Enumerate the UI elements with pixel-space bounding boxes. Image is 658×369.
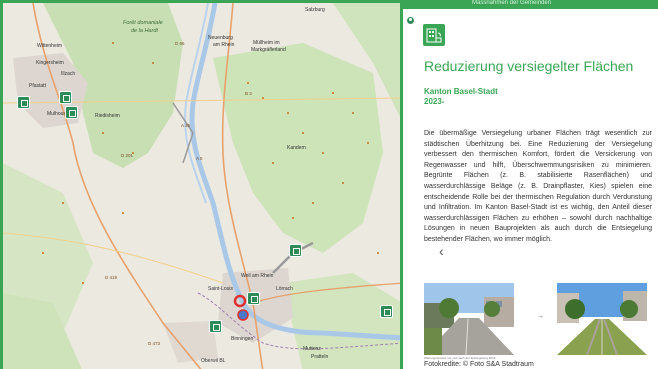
project-marker[interactable] xyxy=(59,91,72,104)
map-label-kandern: Kandern xyxy=(287,145,306,151)
map-label-am-rhein: am Rhein xyxy=(213,42,235,48)
measure-title: Reduzierung versiegelter Flächen xyxy=(424,58,634,74)
selected-pin-blue xyxy=(237,309,249,321)
panel-topbar: Massnahmen der Gemeinden xyxy=(400,0,658,9)
road-label-d201: D 201 xyxy=(121,153,134,158)
project-marker[interactable] xyxy=(209,320,222,333)
measure-description: Die übermäßige Versiegelung urbaner Fläc… xyxy=(424,130,652,243)
map-label-wittenheim: Wittenheim xyxy=(37,43,63,49)
map-label-saint-louis: Saint-Louis xyxy=(208,286,234,292)
measure-subtitle: Kanton Basel-Stadt 2023- xyxy=(424,87,498,107)
topic-icon xyxy=(423,24,445,46)
road-label-a5: A 5 xyxy=(196,156,203,161)
map-view[interactable]: Salzburg Forêt domaniale de la Hardt Wit… xyxy=(0,0,400,369)
before-after-arrow: → xyxy=(537,313,544,320)
project-marker[interactable] xyxy=(17,96,30,109)
measure-location: Kanton Basel-Stadt xyxy=(424,87,498,96)
photo-credit: Fotokredite: © Foto S&A Stadtraum xyxy=(424,361,534,368)
map-label-foret: Forêt domaniale xyxy=(123,20,163,26)
road-label-d66: D 66 xyxy=(175,41,185,46)
map-label-mullheim: Müllheim im xyxy=(253,40,280,46)
map-label-muttenz: Muttenz xyxy=(303,346,321,352)
road-label-d473: D 473 xyxy=(148,341,161,346)
map-canvas[interactable] xyxy=(3,3,400,369)
after-photo[interactable] xyxy=(557,283,647,355)
project-marker[interactable] xyxy=(65,106,78,119)
map-label-lorrach: Lörrach xyxy=(276,286,293,292)
project-marker[interactable] xyxy=(289,244,302,257)
photo-caption: Wartungsstrasse vor und nach der Entsieg… xyxy=(424,356,496,360)
map-label-markgraflerland: Markgräflerland xyxy=(251,47,286,53)
info-icon[interactable] xyxy=(407,17,414,24)
panel-topbar-text: Massnahmen der Gemeinden xyxy=(472,0,552,6)
detail-panel: Massnahmen der Gemeinden Reduzierung ver… xyxy=(400,0,658,369)
before-photo[interactable] xyxy=(424,283,514,355)
map-label-kingersheim: Kingersheim xyxy=(36,60,64,66)
road-label-d419: D 419 xyxy=(105,275,118,280)
project-marker[interactable] xyxy=(247,292,260,305)
map-label-riedisheim: Riedisheim xyxy=(95,113,120,119)
panel-edge-strip xyxy=(400,9,403,369)
measure-year: 2023- xyxy=(424,97,445,106)
map-label-de-la-hardt: de la Hardt xyxy=(131,28,158,34)
map-label-salzburg: Salzburg xyxy=(305,7,325,13)
map-label-pfastatt: Pfastatt xyxy=(29,83,46,89)
selected-pin-red xyxy=(233,294,247,308)
road-label-a35: A 35 xyxy=(181,123,191,128)
map-label-neuenburg: Neuenburg xyxy=(208,35,233,41)
map-label-illzach: Illzach xyxy=(61,71,76,77)
map-label-weil-am-rhein: Weil am Rhein xyxy=(241,273,274,279)
map-label-binningen: Binningen xyxy=(231,336,254,342)
map-label-mulhouse: Mulhouse xyxy=(47,111,69,117)
prev-arrow-icon[interactable]: ‹ xyxy=(439,243,444,259)
map-label-pratteln: Pratteln xyxy=(311,354,329,360)
project-marker[interactable] xyxy=(380,305,393,318)
road-label-b3: B 3 xyxy=(245,91,252,96)
map-label-oberwil: Oberwil BL xyxy=(201,358,226,364)
